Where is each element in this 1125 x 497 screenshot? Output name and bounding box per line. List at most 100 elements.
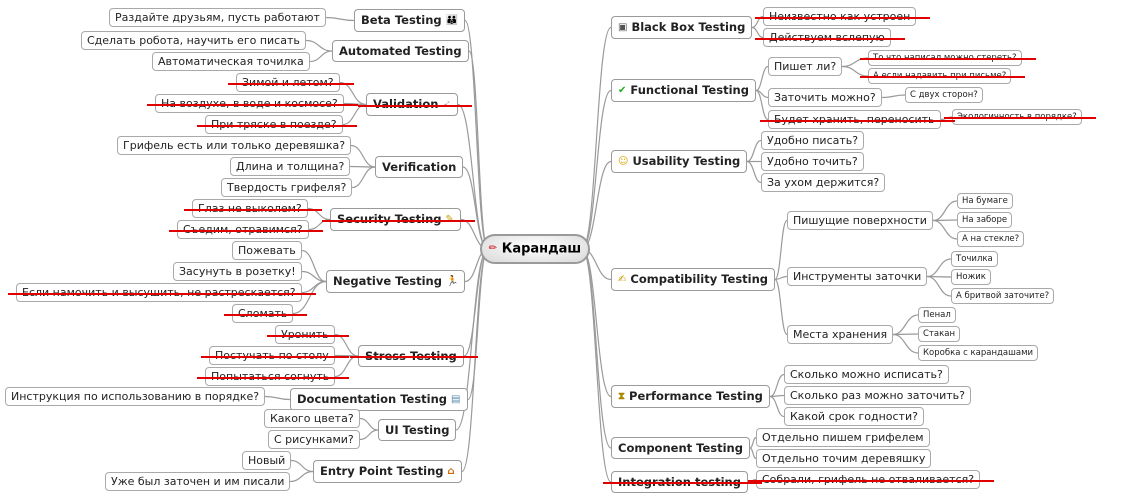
leaf-item[interactable]: Инструкция по использованию в порядке? xyxy=(5,387,266,406)
branch-label: Validation xyxy=(373,97,439,111)
branch-validation[interactable]: Validation ➹ xyxy=(366,93,458,116)
pencil-icon: ✏ xyxy=(488,243,498,254)
leaf-item[interactable]: Уже был заточен и им писали xyxy=(105,472,291,491)
connector xyxy=(926,258,952,278)
leaf-item[interactable]: Попытаться согнуть xyxy=(205,367,336,386)
leaf-item[interactable]: Твердость грифеля? xyxy=(221,178,353,197)
branch-beta-testing[interactable]: Beta Testing 👪 xyxy=(354,9,466,32)
branch-black-box-testing[interactable]: ▣ Black Box Testing xyxy=(611,16,753,39)
branch-stress-testing[interactable]: Stress Testing xyxy=(358,345,464,367)
leaf-item[interactable]: Сколько можно исписать? xyxy=(784,365,949,384)
sub-leaf-item[interactable]: А бритвой заточите? xyxy=(951,288,1055,304)
branch-negative-testing[interactable]: Negative Testing 🏃 xyxy=(326,270,466,293)
leaf-item[interactable]: Новый xyxy=(242,451,292,470)
leaf-item[interactable]: Засунуть в розетку! xyxy=(173,262,302,281)
branch-usability-testing[interactable]: ☺ Usability Testing xyxy=(611,150,748,173)
box-icon: ▣ xyxy=(618,21,628,33)
house-icon: ⌂ xyxy=(447,465,455,477)
sub-leaf-item[interactable]: То что написал можно стереть? xyxy=(868,50,1022,66)
sub-leaf-item[interactable]: А если надавить при письме? xyxy=(868,68,1012,84)
sub-leaf-item[interactable]: Коробка с карандашами xyxy=(918,345,1039,361)
leaf-item[interactable]: Съедим, отравимся? xyxy=(177,220,309,239)
leaf-item[interactable]: За ухом держится? xyxy=(761,173,886,192)
leaf-item[interactable]: С рисунками? xyxy=(268,430,360,449)
leaf-item[interactable]: Будет хранить, переносить xyxy=(768,110,941,129)
leaf-item[interactable]: Если намочить и высушить, не растрескает… xyxy=(16,283,302,302)
branch-ui-testing[interactable]: UI Testing xyxy=(378,419,457,441)
branch-integration-testing[interactable]: Integration testing xyxy=(611,471,748,493)
sub-leaf-item[interactable]: Ножик xyxy=(951,269,991,285)
leaf-item[interactable]: Действуем вслепую xyxy=(763,28,891,47)
leaf-item[interactable]: Удобно писать? xyxy=(761,131,865,150)
branch-verification[interactable]: Verification xyxy=(375,156,464,178)
connector xyxy=(289,470,314,483)
branch-label: Entry Point Testing xyxy=(320,464,444,478)
leaf-item[interactable]: Уронить xyxy=(275,325,335,344)
connector xyxy=(581,248,612,483)
connector xyxy=(940,116,953,121)
leaf-item[interactable]: Заточить можно? xyxy=(768,88,882,107)
leaf-item[interactable]: Инструменты заточки xyxy=(787,267,928,286)
connector xyxy=(774,219,788,281)
connector xyxy=(841,65,869,77)
leaf-item[interactable]: Сделать робота, научить его писать xyxy=(81,31,306,50)
leaf-item[interactable]: При тряске в поезде? xyxy=(205,115,343,134)
leaf-item[interactable]: Автоматическая точилка xyxy=(152,52,310,71)
connector xyxy=(359,417,379,431)
branch-documentation-testing[interactable]: Documentation Testing ▤ xyxy=(290,388,468,411)
connector xyxy=(339,81,367,106)
branch-compatibility-testing[interactable]: ✍ Compatibility Testing xyxy=(611,268,776,291)
leaf-item[interactable]: Неизвестно как устроен xyxy=(763,7,917,26)
branch-automated-testing[interactable]: Automated Testing xyxy=(332,40,469,62)
connector xyxy=(264,395,291,401)
branch-component-testing[interactable]: Component Testing xyxy=(611,437,750,459)
leaf-item[interactable]: Раздайте друзьям, пусть работают xyxy=(109,8,326,27)
sub-leaf-item[interactable]: На бумаге xyxy=(957,193,1013,209)
leaf-item[interactable]: Пишущие поверхности xyxy=(787,211,933,230)
connector xyxy=(301,280,327,294)
branch-performance-testing[interactable]: ⧗ Performance Testing xyxy=(611,385,770,408)
root-node[interactable]: ✏ Карандаш xyxy=(480,234,590,264)
leaf-item[interactable]: Постучать по столу xyxy=(209,346,335,365)
arrow-icon: ➹ xyxy=(442,98,451,110)
leaf-item[interactable]: Грифель есть или только деревяшка? xyxy=(117,136,352,155)
branch-label: Compatibility Testing xyxy=(630,272,769,286)
sub-leaf-item[interactable]: Стакан xyxy=(918,326,960,342)
leaf-item[interactable]: Отдельно точим деревяшку xyxy=(756,449,932,468)
sub-leaf-item[interactable]: А на стекле? xyxy=(957,231,1025,247)
leaf-item[interactable]: На воздухе, в воде и космосе? xyxy=(155,94,344,113)
connector xyxy=(349,165,376,168)
leaf-item[interactable]: Какой срок годности? xyxy=(784,407,924,426)
people-icon: 👪 xyxy=(445,14,459,26)
leaf-item[interactable]: Сколько раз можно заточить? xyxy=(784,386,971,405)
leaf-item[interactable]: Зимой и летом? xyxy=(236,73,340,92)
connector xyxy=(892,333,919,336)
leaf-item[interactable]: Пожевать xyxy=(232,241,302,260)
connector xyxy=(932,219,958,240)
branch-label: Documentation Testing xyxy=(297,392,448,406)
branch-security-testing[interactable]: Security Testing ✎ xyxy=(330,208,461,231)
sub-leaf-item[interactable]: Точилка xyxy=(951,251,998,267)
leaf-item[interactable]: Пишет ли? xyxy=(768,57,843,76)
connector xyxy=(755,65,769,92)
leaf-item[interactable]: Какого цвета? xyxy=(264,409,360,428)
connector xyxy=(769,373,785,398)
branch-functional-testing[interactable]: ✔ Functional Testing xyxy=(611,79,756,102)
sub-leaf-item[interactable]: Пенал xyxy=(918,307,956,323)
leaf-item[interactable]: Места хранения xyxy=(787,325,894,344)
leaf-item[interactable]: Глаз не выколем? xyxy=(192,199,308,218)
sub-leaf-item[interactable]: Экологичность в порядке? xyxy=(952,109,1082,125)
sub-leaf-item[interactable]: С двух сторон? xyxy=(905,87,983,103)
leaf-item[interactable]: Удобно точить? xyxy=(761,152,864,171)
leaf-item[interactable]: Сломать xyxy=(232,304,294,323)
leaf-item[interactable]: Собрали, грифель не отваливается? xyxy=(756,470,981,489)
leaf-item[interactable]: Длина и толщина? xyxy=(230,157,351,176)
sub-leaf-item[interactable]: На заборе xyxy=(957,212,1013,228)
connector xyxy=(774,275,788,281)
connector xyxy=(746,139,762,163)
connector xyxy=(305,39,333,52)
leaf-item[interactable]: Отдельно пишем грифелем xyxy=(756,428,930,447)
connector xyxy=(292,280,327,315)
branch-entry-point-testing[interactable]: Entry Point Testing ⌂ xyxy=(313,460,462,483)
connector xyxy=(581,89,612,250)
